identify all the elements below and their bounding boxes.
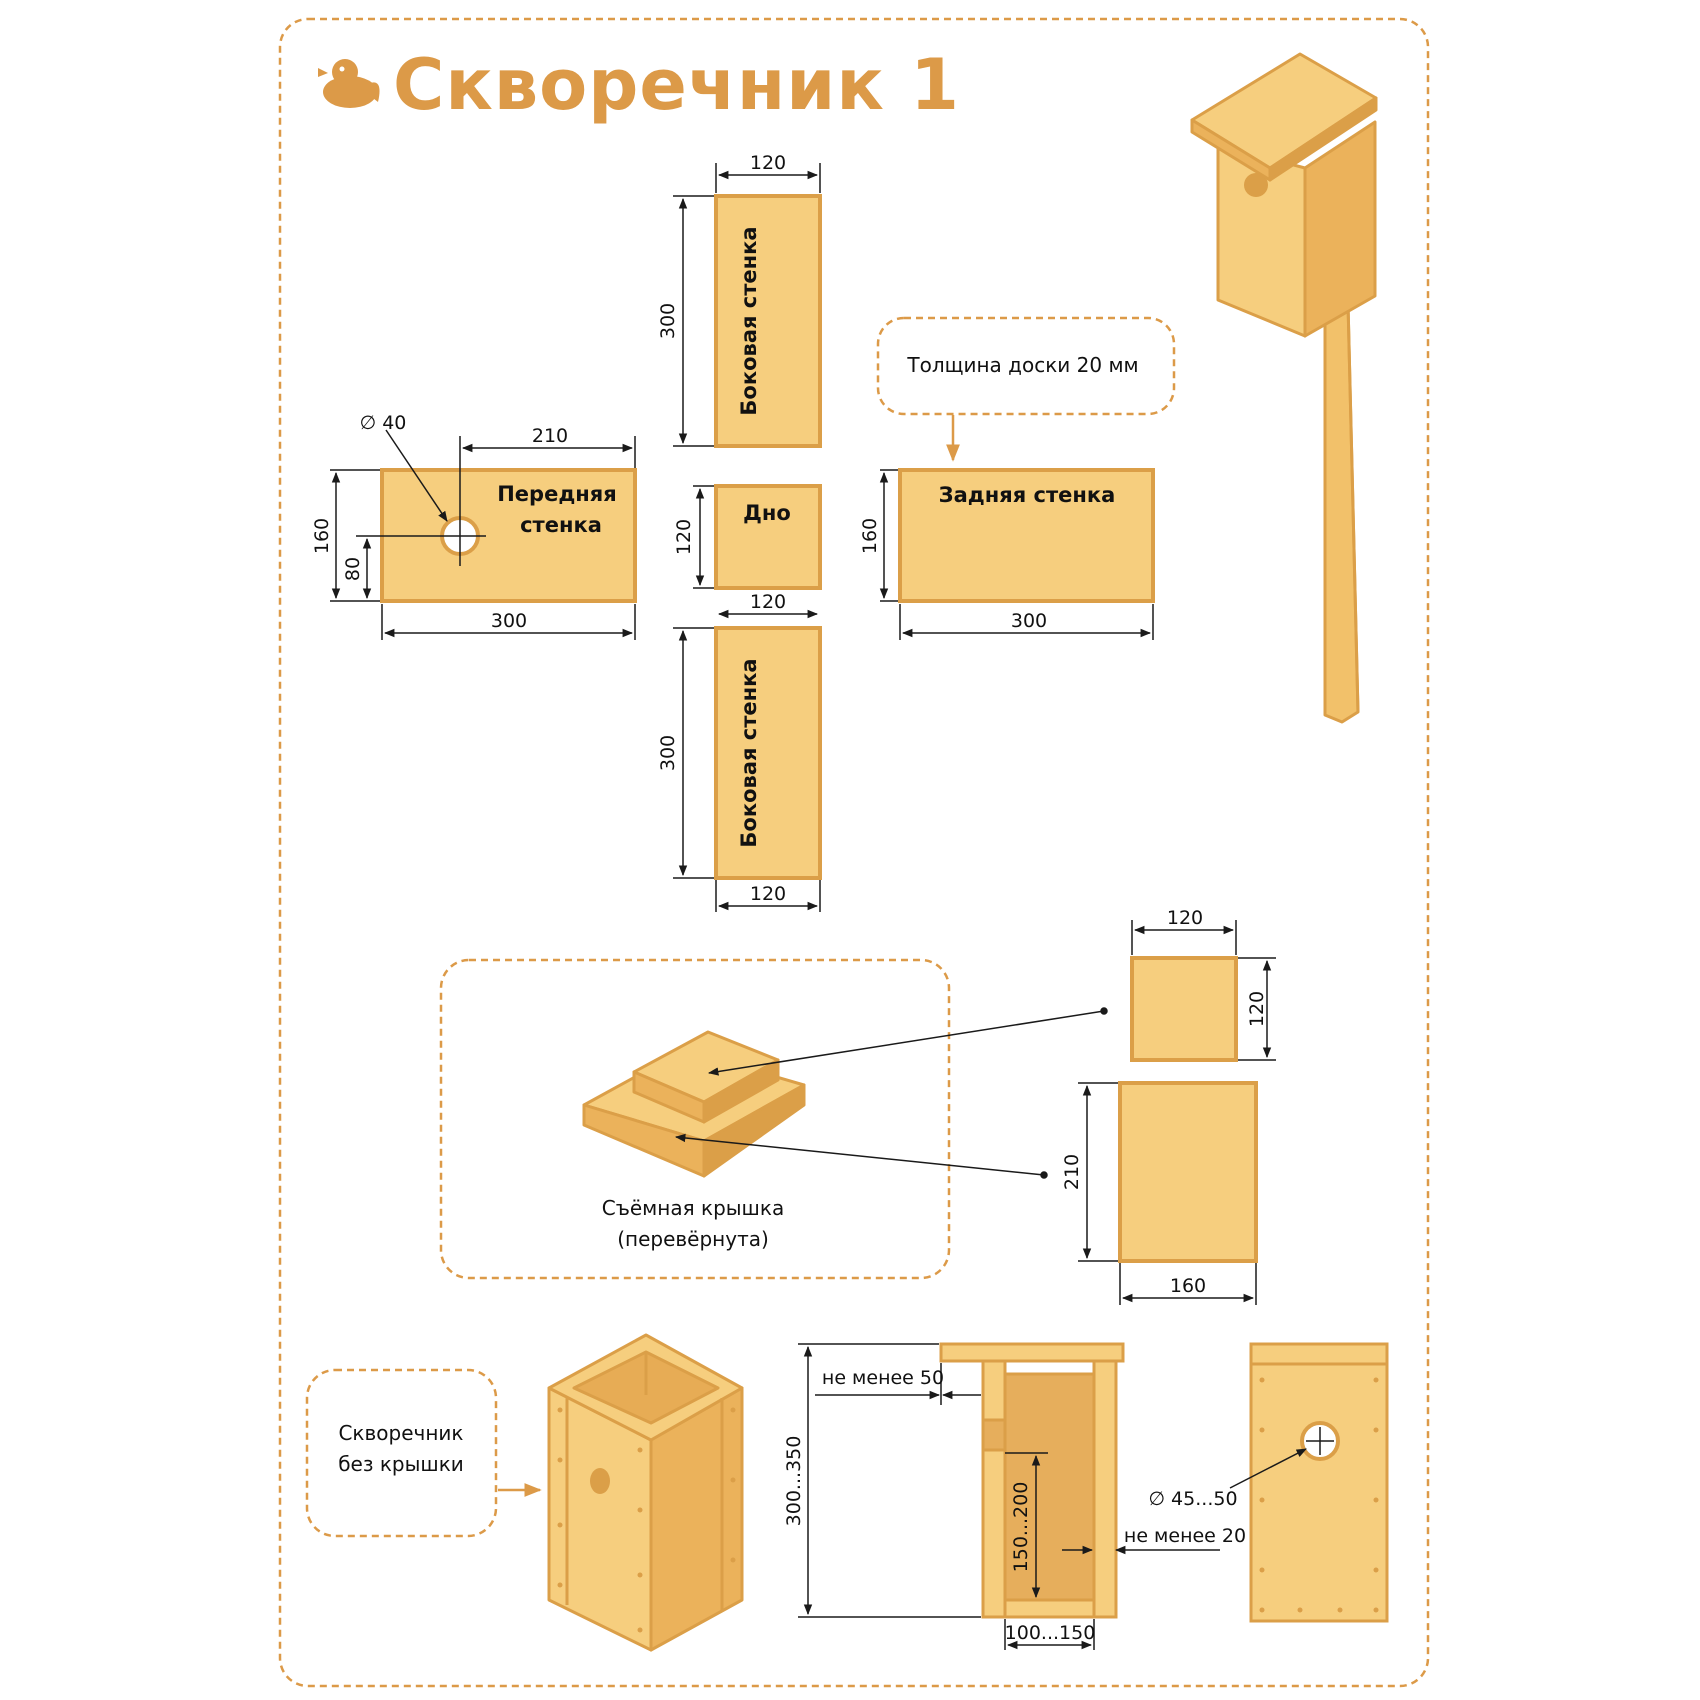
section-total-height: 300...350 <box>783 1436 805 1527</box>
front-wall-width: 300 <box>491 610 527 632</box>
side-wall-bottom-dims <box>673 627 821 912</box>
front-view-illustration <box>1249 1342 1389 1623</box>
front-wall-hole-height: 80 <box>342 557 364 581</box>
front-wall-label-1: Передняя <box>497 482 617 506</box>
back-wall-label: Задняя стенка <box>939 483 1116 507</box>
bottom-height: 120 <box>673 519 695 555</box>
back-wall-panel: Задняя стенка <box>898 468 1155 603</box>
thickness-note-box: Толщина доски 20 мм <box>876 316 1176 462</box>
section-inner-height: 150...200 <box>1010 1482 1032 1573</box>
front-view-hole-leader <box>1229 1448 1307 1489</box>
side-wall-top-dims <box>673 163 821 447</box>
open-birdhouse-illustration <box>547 1333 744 1652</box>
side-wall-bottom-label: Боковая стенка <box>737 658 761 847</box>
no-lid-note-line-2: без крышки <box>338 1452 464 1476</box>
side-wall-top-width: 120 <box>750 152 786 174</box>
lid-small-width: 120 <box>1167 907 1203 929</box>
side-wall-bottom-height: 300 <box>657 735 679 771</box>
page-title: Скворечник 1 <box>393 44 960 126</box>
cross-section-dims <box>798 1343 1220 1650</box>
lid-leader-lines <box>674 1007 1108 1179</box>
side-wall-bottom-panel: Боковая стенка <box>714 626 822 880</box>
lid-note-line-2: (перевёрнута) <box>617 1227 769 1251</box>
front-wall-hole-offset: 210 <box>532 425 568 447</box>
section-wall-thickness: не менее 20 <box>1124 1525 1246 1547</box>
no-lid-note-box <box>305 1368 498 1538</box>
no-lid-note-line-1: Скворечник <box>338 1421 463 1445</box>
bird-icon <box>318 59 380 108</box>
front-wall-label-2: стенка <box>520 513 602 537</box>
thickness-note-text: Толщина доски 20 мм <box>906 353 1138 377</box>
section-overhang: не менее 50 <box>822 1367 944 1389</box>
bottom-width: 120 <box>750 591 786 613</box>
bottom-label: Дно <box>743 501 791 525</box>
lid-small-height: 120 <box>1246 991 1268 1027</box>
lid-small-panel <box>1130 956 1238 1062</box>
back-wall-dims <box>879 469 1154 640</box>
lid-large-width: 160 <box>1170 1275 1206 1297</box>
front-wall-height: 160 <box>311 518 333 554</box>
back-wall-height: 160 <box>859 518 881 554</box>
side-wall-top-panel: Боковая стенка <box>714 194 822 448</box>
back-wall-width: 300 <box>1011 610 1047 632</box>
lid-note-line-1: Съёмная крышка <box>602 1196 784 1220</box>
front-wall-hole-diameter: ∅ 40 <box>360 412 407 434</box>
section-inner-width: 100...150 <box>1005 1622 1096 1644</box>
removable-lid-illustration <box>582 1030 806 1178</box>
lid-large-height: 210 <box>1061 1154 1083 1190</box>
side-wall-top-height: 300 <box>657 303 679 339</box>
bottom-panel: Дно <box>714 484 822 590</box>
page-frame <box>278 17 1430 1688</box>
lid-note-box <box>439 958 951 1280</box>
lid-large-panel <box>1118 1081 1258 1263</box>
section-hole-diameter: ∅ 45...50 <box>1148 1488 1237 1510</box>
bottom-dims <box>693 485 819 619</box>
lid-small-dims <box>1131 920 1276 1061</box>
cross-section-illustration <box>939 1342 1125 1619</box>
assembled-birdhouse-illustration <box>1190 52 1378 724</box>
front-wall-panel: Передняя стенка <box>380 468 637 603</box>
side-wall-top-label: Боковая стенка <box>737 226 761 415</box>
side-wall-bottom-width: 120 <box>750 883 786 905</box>
lid-large-dims <box>1078 1082 1257 1305</box>
front-wall-dims <box>330 429 636 640</box>
